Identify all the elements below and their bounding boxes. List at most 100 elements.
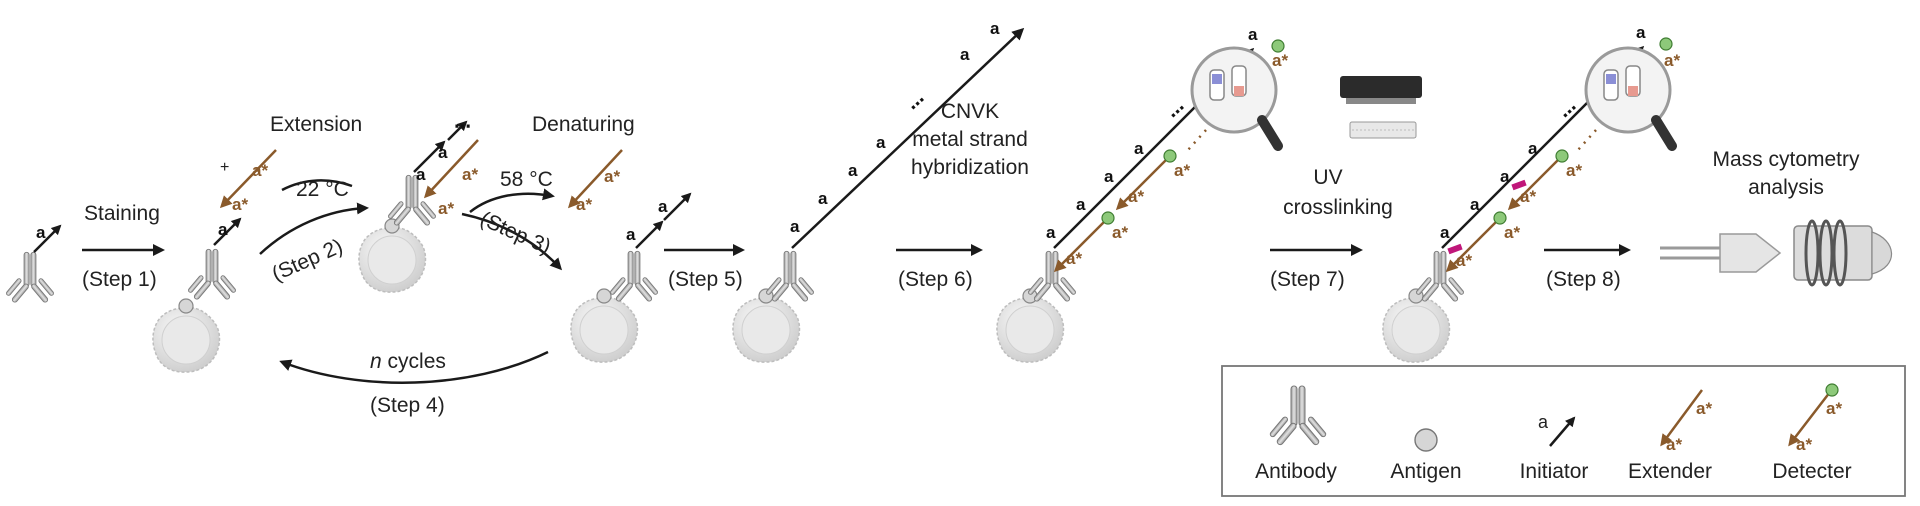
seg-label: a (1134, 139, 1144, 158)
seg-label: a (1500, 167, 1510, 186)
seg-label: a (1076, 195, 1086, 214)
legend-antigen-label: Antigen (1390, 460, 1461, 483)
legend-antigen: Antigen (1390, 428, 1462, 483)
step7-label: (Step 7) (1270, 268, 1345, 291)
ext-label: a* (576, 195, 592, 214)
step6-label: (Step 6) (898, 268, 973, 291)
n-cycles-n: n (370, 350, 382, 373)
ext-label: a* (1566, 161, 1582, 180)
extension-arc (281, 179, 353, 192)
ext-label: a* (1128, 187, 1144, 206)
ext-label: a* (1504, 223, 1520, 242)
cnvk-line3: hybridization (911, 156, 1029, 179)
seg-label: a (416, 165, 426, 184)
ext-label: a* (462, 165, 478, 184)
crosslinked-complex: a a a a ⋯ a a* a* a* a* a* (1382, 23, 1680, 363)
legend-extender: a* a* Extender (1628, 389, 1712, 483)
ext-label: a* (1664, 51, 1680, 70)
step2-label: (Step 2) (269, 235, 347, 286)
ext-label: a* (1796, 435, 1812, 454)
magnifier-icon (1190, 46, 1283, 151)
uv-line1: UV (1313, 166, 1342, 189)
initiator-seg: a (1538, 412, 1549, 432)
temp-22: 22 °C (296, 178, 349, 201)
legend-antibody-label: Antibody (1255, 460, 1337, 483)
step4-label: (Step 4) (370, 394, 445, 417)
ellipsis: ⋯ (1165, 99, 1190, 124)
step8-label: (Step 8) (1546, 268, 1621, 291)
cnvk-line1: CNVK (941, 100, 999, 123)
extender-strand (219, 149, 277, 209)
denature-arc (469, 188, 555, 213)
extended-complex: a a ⋯ a* a* (358, 117, 479, 293)
ext-label: a* (1666, 435, 1682, 454)
concatemer: a a a a ⋯ a a (732, 19, 1025, 363)
seg-label: a (1104, 167, 1114, 186)
uv-line2: crosslinking (1283, 196, 1393, 219)
cycle-arrow (279, 350, 549, 384)
seg-label: a (36, 223, 46, 242)
ellipsis: ⋯ (905, 91, 930, 116)
ext-label: a* (1174, 161, 1190, 180)
legend-antibody: Antibody (1255, 385, 1337, 483)
seg-label: a (876, 133, 886, 152)
ext-label: a* (1066, 249, 1082, 268)
seg-label: a (990, 19, 1000, 38)
step1-label: (Step 1) (82, 268, 157, 291)
legend-initiator-label: Initiator (1520, 460, 1589, 483)
step3-label: (Step 3) (477, 207, 555, 258)
ext-label: a* (1272, 51, 1288, 70)
ellipsis: ⋯ (454, 117, 471, 136)
n-cycles-rest: cycles (382, 350, 446, 373)
uv-lamp-icon (1340, 76, 1422, 139)
staining-label: Staining (84, 202, 160, 225)
legend-detecter: a* a* Detecter (1772, 383, 1852, 483)
bound-antibody-2: a a (570, 192, 692, 363)
bound-antibody-1: a (152, 217, 242, 373)
ext-label: a* (1456, 251, 1472, 270)
mass-line2: analysis (1748, 176, 1824, 199)
seg-label: a (1470, 195, 1480, 214)
ext-label: a* (232, 195, 248, 214)
legend-initiator: a Initiator (1520, 412, 1589, 483)
step3-arrow (461, 212, 563, 271)
seg-label: a (1440, 223, 1450, 242)
ext-label: a* (1112, 223, 1128, 242)
ext-label: a* (604, 167, 620, 186)
seg-label: a (848, 161, 858, 180)
seg-label: a (658, 197, 668, 216)
temp-58: 58 °C (500, 168, 553, 191)
extension-label: Extension (270, 113, 362, 136)
ext-label: a* (1696, 399, 1712, 418)
released-extender (567, 149, 623, 209)
seg-label: a (1046, 223, 1056, 242)
ellipsis: ⋯ (1557, 99, 1582, 124)
free-antibody: a (5, 223, 62, 304)
plus-sign: + (220, 159, 229, 176)
seg-label: a (218, 220, 228, 239)
step2-arrow (259, 202, 369, 255)
ext-label: a* (252, 161, 268, 180)
mass-cytometer-icon (1660, 219, 1893, 287)
seg-label: a (626, 225, 636, 244)
legend-detecter-label: Detecter (1772, 460, 1851, 483)
seg-label: a (1248, 25, 1258, 44)
cnvk-line2: metal strand (912, 128, 1028, 151)
mass-line1: Mass cytometry (1712, 148, 1860, 171)
legend: Antibody Antigen a Initiator a* a* Exten… (1221, 365, 1906, 497)
seg-label: a (438, 143, 448, 162)
seg-label: a (1528, 139, 1538, 158)
magnifier-icon (1584, 46, 1677, 151)
denaturing-label: Denaturing (532, 113, 635, 136)
seg-label: a (790, 217, 800, 236)
seg-label: a (960, 45, 970, 64)
n-cycles-label: n cycles (370, 350, 446, 373)
ext-label: a* (1520, 187, 1536, 206)
legend-extender-label: Extender (1628, 460, 1712, 483)
ext-label: a* (438, 199, 454, 218)
seg-label: a (818, 189, 828, 208)
step5-label: (Step 5) (668, 268, 743, 291)
ext-label: a* (1826, 399, 1842, 418)
seg-label: a (1636, 23, 1646, 42)
